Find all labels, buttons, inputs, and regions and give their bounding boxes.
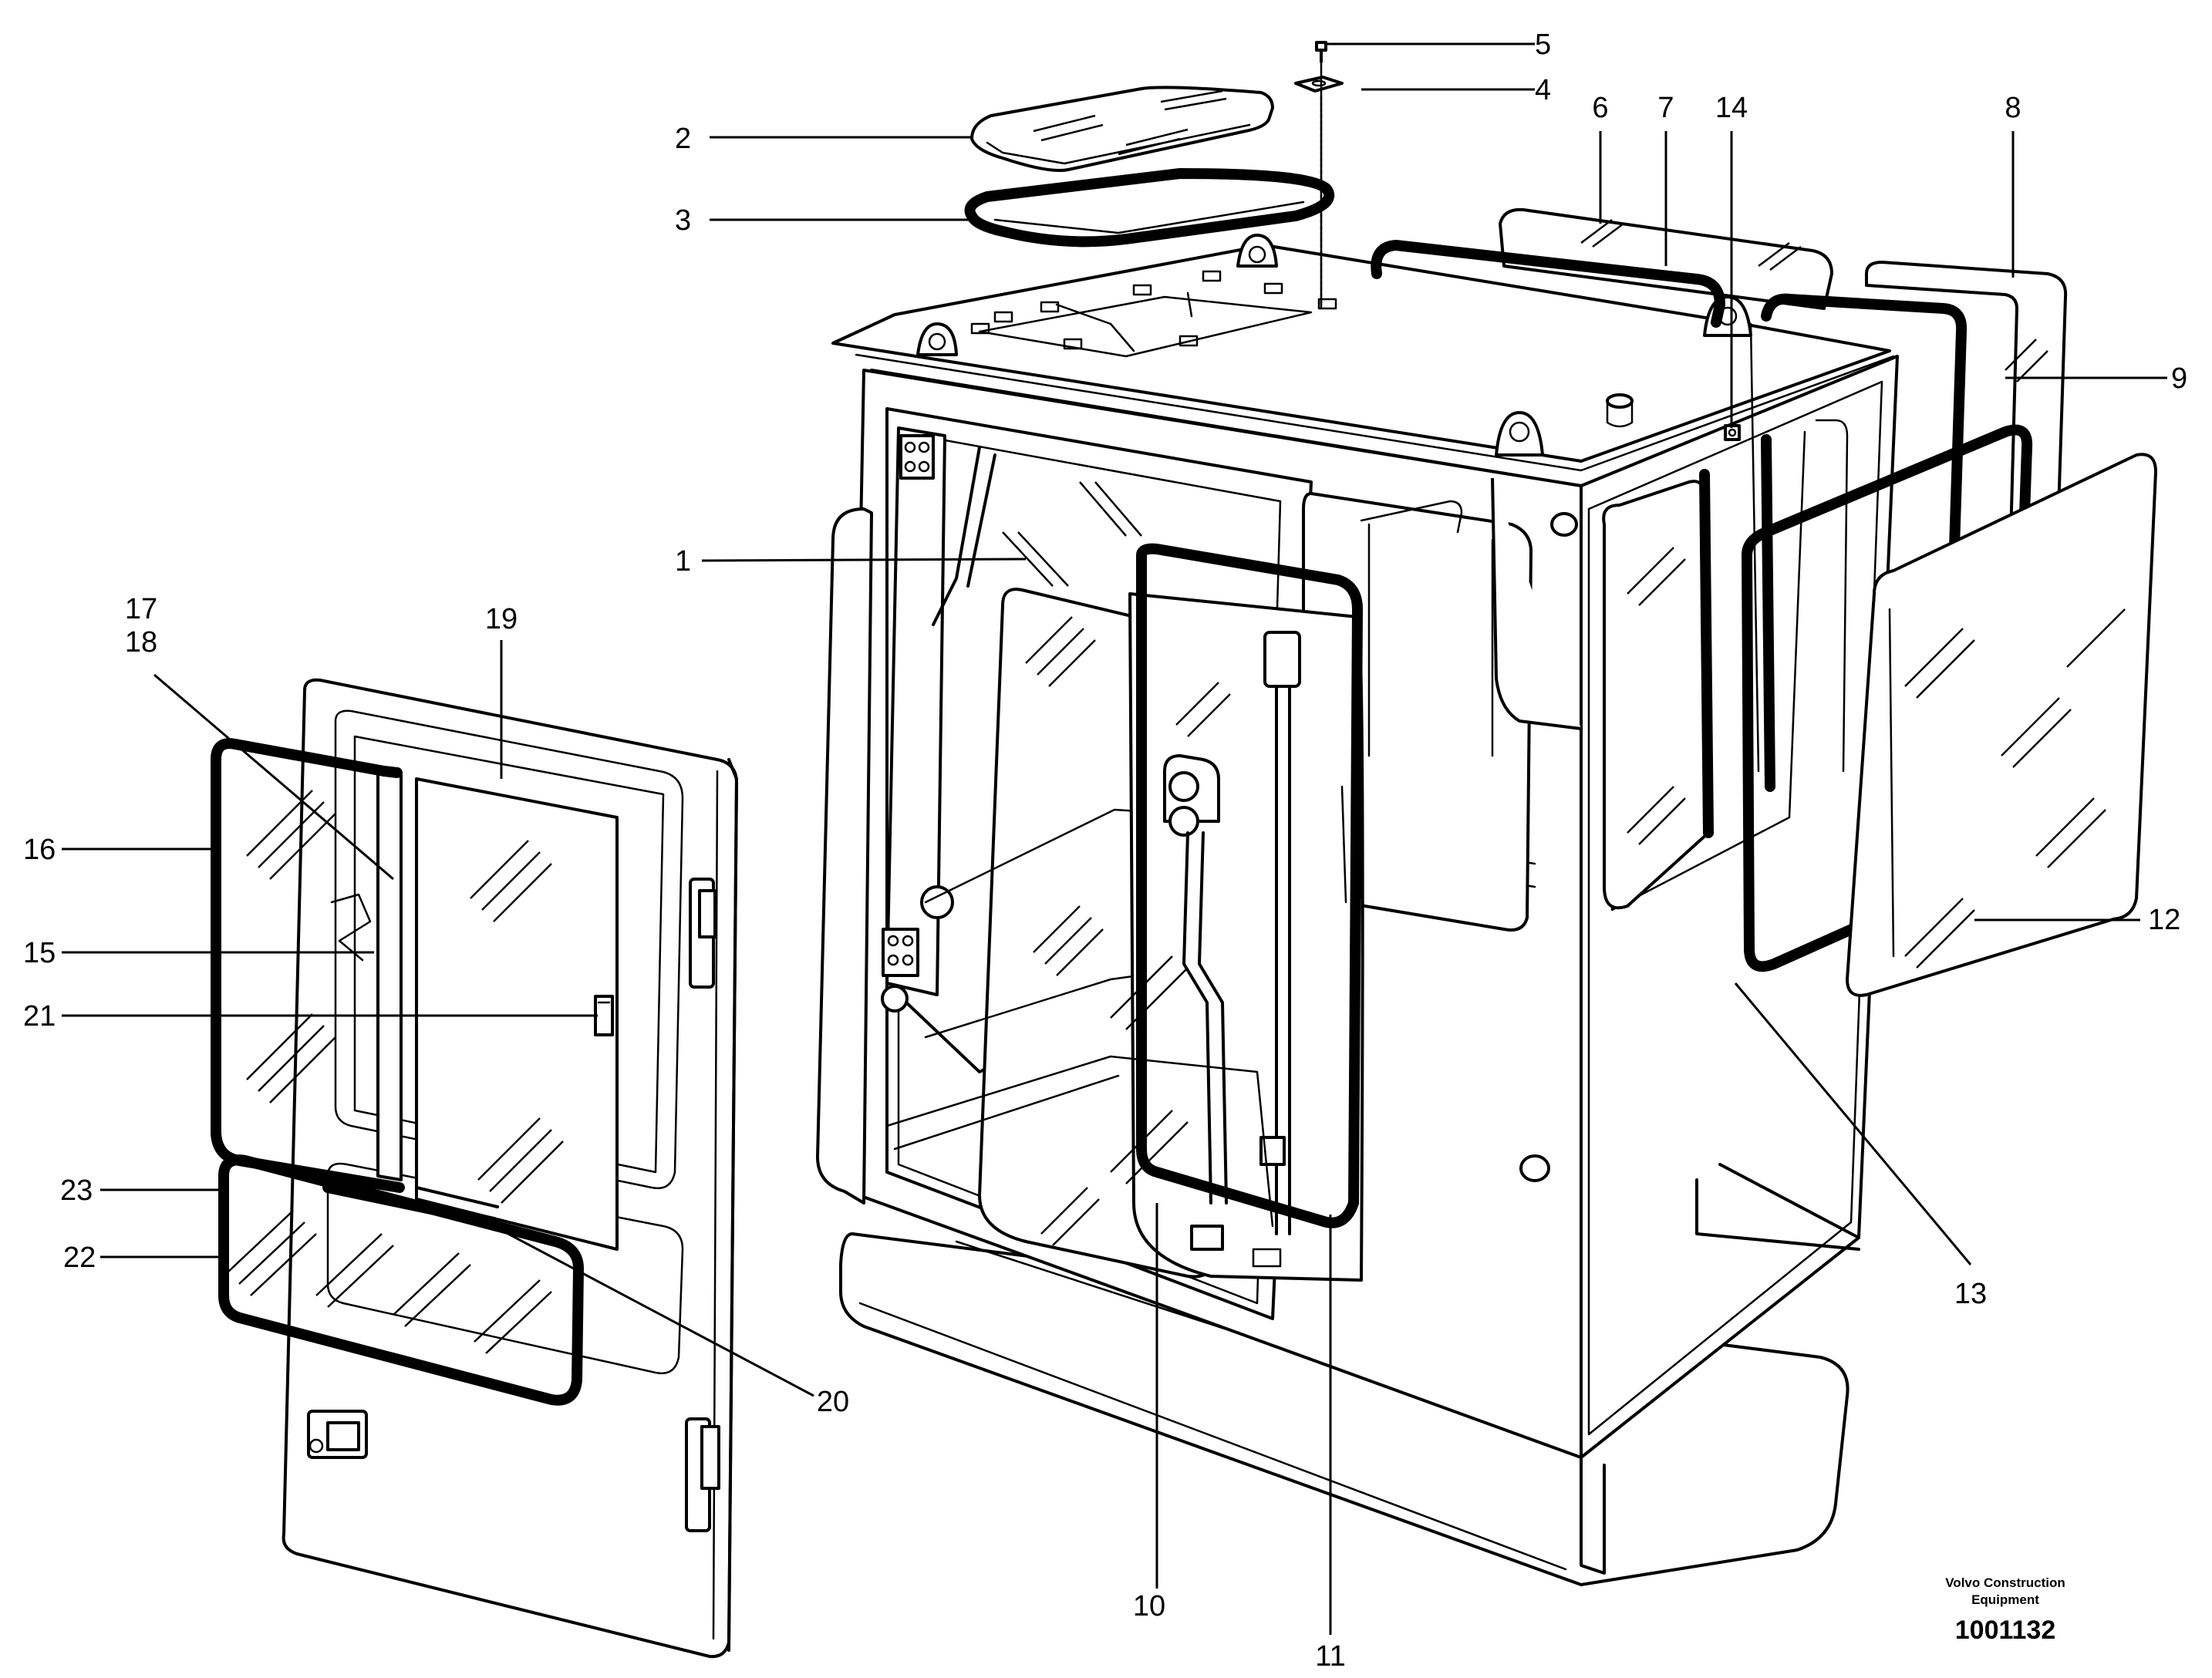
callout-17: 17 [125, 593, 157, 625]
side-lower-glass [1846, 453, 2157, 997]
callout-16: 16 [23, 834, 56, 866]
publisher-name-line-1: Volvo Construction [1945, 1575, 2065, 1590]
callout-23: 23 [60, 1174, 93, 1207]
rear-window-seal [1371, 240, 1725, 328]
document-number: 1001132 [1955, 1616, 2056, 1645]
callout-12: 12 [2148, 904, 2180, 936]
callout-2: 2 [675, 123, 691, 155]
callout-4: 4 [1535, 74, 1551, 106]
callout-3: 3 [675, 204, 691, 237]
cab-door [282, 678, 738, 1659]
callout-7: 7 [1657, 92, 1674, 124]
callout-14: 14 [1715, 92, 1748, 124]
callout-11: 11 [1315, 1640, 1345, 1673]
leader-lines [62, 42, 2167, 1635]
callout-13: 13 [1954, 1278, 1987, 1310]
callout-21: 21 [23, 1000, 56, 1033]
callout-18: 18 [125, 626, 157, 659]
callout-labels: 1 2 3 4 5 6 7 8 9 10 11 12 13 14 15 16 1… [23, 29, 2187, 1673]
door-guide-rail [415, 1186, 499, 1208]
publisher-caption: Volvo Construction Equipment 1001132 [1945, 1575, 2065, 1645]
front-windscreen-frame [816, 426, 1536, 1282]
roof-hatch-screw [1315, 41, 1327, 310]
door-lower-glass [227, 1210, 552, 1354]
roof-hatch-washer [1294, 76, 1344, 93]
callout-6: 6 [1592, 92, 1608, 124]
callout-22: 22 [63, 1242, 96, 1274]
callout-15: 15 [23, 937, 56, 969]
callout-10: 10 [1133, 1590, 1165, 1622]
roof-hatch-glass [970, 86, 1274, 172]
callout-1: 1 [675, 545, 691, 578]
callout-9: 9 [2171, 362, 2187, 395]
publisher-name-line-2: Equipment [1971, 1592, 2039, 1607]
roof-hatch-seal [964, 168, 1335, 248]
right-side-interior-glass [1602, 419, 1849, 910]
callout-8: 8 [2005, 92, 2021, 124]
callout-5: 5 [1535, 29, 1551, 61]
callout-19: 19 [485, 603, 518, 635]
door-lower-seal [218, 1154, 584, 1406]
callout-20: 20 [817, 1386, 849, 1418]
